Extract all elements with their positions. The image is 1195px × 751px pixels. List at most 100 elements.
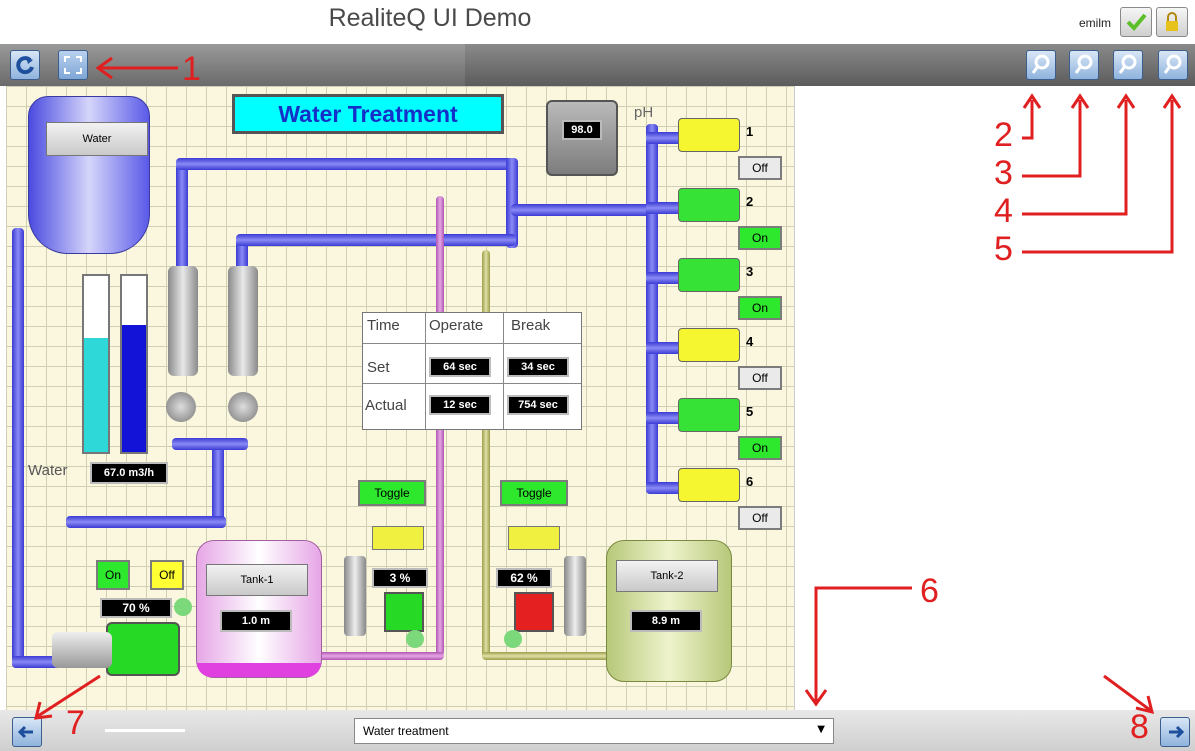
arrow-right-icon (1169, 725, 1185, 739)
progress-track (105, 729, 185, 732)
tank-2-label: Tank-2 (616, 560, 718, 592)
fullscreen-button[interactable] (58, 50, 88, 80)
valve-right-toggle-button[interactable]: Toggle (500, 480, 568, 506)
username: emilm (1079, 16, 1111, 30)
outlet-number-1: 1 (746, 124, 754, 139)
magnifier-icon (1031, 54, 1050, 74)
annotation-3: 3 (994, 154, 1013, 192)
annotation-8: 8 (1130, 708, 1149, 746)
ph-label: pH (634, 104, 654, 121)
fullscreen-icon (64, 56, 82, 74)
outlet-number-2: 2 (746, 194, 754, 209)
ph-value: 98.0 (562, 120, 602, 140)
outlet-number-5: 5 (746, 404, 754, 419)
valve-left-value: 3 % (372, 568, 428, 588)
valve-left-actuator (372, 526, 424, 550)
view-button-2[interactable] (1069, 50, 1099, 80)
tank-1-level: 1.0 m (220, 610, 292, 632)
pump-off-button[interactable]: Off (150, 560, 184, 590)
outlet-valve-1 (678, 118, 740, 152)
annotation-1: 1 (182, 50, 201, 88)
level-bar-left (82, 274, 110, 454)
annotation-7: 7 (66, 704, 85, 742)
confirm-button[interactable] (1120, 7, 1152, 37)
outlet-state-2[interactable]: On (738, 226, 782, 250)
valve-filter-left[interactable] (166, 392, 196, 422)
outlet-number-6: 6 (746, 474, 754, 489)
sensor-right (564, 556, 586, 636)
valve-left-status-icon (406, 630, 424, 648)
timer-header-operate: Operate (429, 317, 484, 334)
toolbar (0, 44, 1195, 86)
valve-right-body (514, 592, 554, 632)
level-bar-right (120, 274, 148, 454)
actual-operate-value: 12 sec (429, 395, 491, 415)
chevron-down-icon: ▼ (817, 724, 825, 735)
outlet-valve-2 (678, 188, 740, 222)
actual-break-value: 754 sec (507, 395, 569, 415)
sensor-left (344, 556, 366, 636)
tank-1-label: Tank-1 (206, 564, 308, 596)
view-button-3[interactable] (1113, 50, 1143, 80)
view-button-1[interactable] (1026, 50, 1056, 80)
outlet-valve-5 (678, 398, 740, 432)
outlet-state-1[interactable]: Off (738, 156, 782, 180)
tank-1 (196, 540, 322, 678)
check-icon (1126, 13, 1147, 31)
tank-2-level: 8.9 m (630, 610, 702, 632)
filter-left (168, 266, 198, 376)
annotation-6: 6 (920, 572, 939, 610)
set-break-value[interactable]: 34 sec (507, 357, 569, 377)
outlet-valve-6 (678, 468, 740, 502)
valve-right-value: 62 % (496, 568, 552, 588)
timer-header-time: Time (367, 317, 400, 334)
screen-select[interactable]: Water treatment ▼ (354, 718, 834, 744)
timer-header-break: Break (511, 317, 551, 334)
annotation-4: 4 (994, 192, 1013, 230)
lock-icon (1166, 12, 1178, 31)
canvas-title: Water Treatment (232, 94, 504, 134)
outlet-valve-4 (678, 328, 740, 362)
magnifier-icon (1074, 54, 1093, 74)
lock-button[interactable] (1156, 7, 1188, 37)
magnifier-icon (1163, 54, 1182, 74)
annotation-2: 2 (994, 116, 1013, 154)
process-canvas: Water Water Treatment 98.0 pH Time Opera… (6, 86, 795, 710)
arrow-left-icon (17, 725, 33, 739)
timer-row-actual-label: Actual (365, 397, 407, 414)
set-operate-value[interactable]: 64 sec (429, 357, 491, 377)
outlet-number-3: 3 (746, 264, 754, 279)
refresh-icon (16, 56, 34, 75)
app-title: RealiteQ UI Demo (328, 4, 532, 32)
pump-speed-value: 70 % (100, 598, 172, 618)
previous-screen-button[interactable] (12, 717, 42, 747)
outlet-state-4[interactable]: Off (738, 366, 782, 390)
outlet-state-5[interactable]: On (738, 436, 782, 460)
bottom-bar: Water treatment ▼ (0, 710, 1195, 751)
valve-filter-right[interactable] (228, 392, 258, 422)
pump-on-button[interactable]: On (96, 560, 130, 590)
screen-select-value: Water treatment (363, 724, 449, 738)
valve-right-status-icon (504, 630, 522, 648)
next-screen-button[interactable] (1160, 717, 1190, 747)
flow-label: Water (28, 462, 68, 479)
outlet-number-4: 4 (746, 334, 754, 349)
outlet-valve-3 (678, 258, 740, 292)
pump-status-icon (174, 598, 192, 616)
valve-left-toggle-button[interactable]: Toggle (358, 480, 426, 506)
water-tank-label: Water (46, 122, 148, 156)
outlet-state-6[interactable]: Off (738, 506, 782, 530)
valve-left-body (384, 592, 424, 632)
annotation-5: 5 (994, 230, 1013, 268)
magnifier-icon (1118, 54, 1137, 74)
valve-right-actuator (508, 526, 560, 550)
flow-value: 67.0 m3/h (90, 462, 168, 484)
filter-right (228, 266, 258, 376)
outlet-state-3[interactable]: On (738, 296, 782, 320)
refresh-button[interactable] (10, 50, 40, 80)
view-button-4[interactable] (1158, 50, 1188, 80)
timer-row-set-label: Set (367, 359, 390, 376)
timer-table: Time Operate Break Set Actual 64 sec 34 … (362, 312, 582, 430)
pump-housing (52, 632, 112, 668)
